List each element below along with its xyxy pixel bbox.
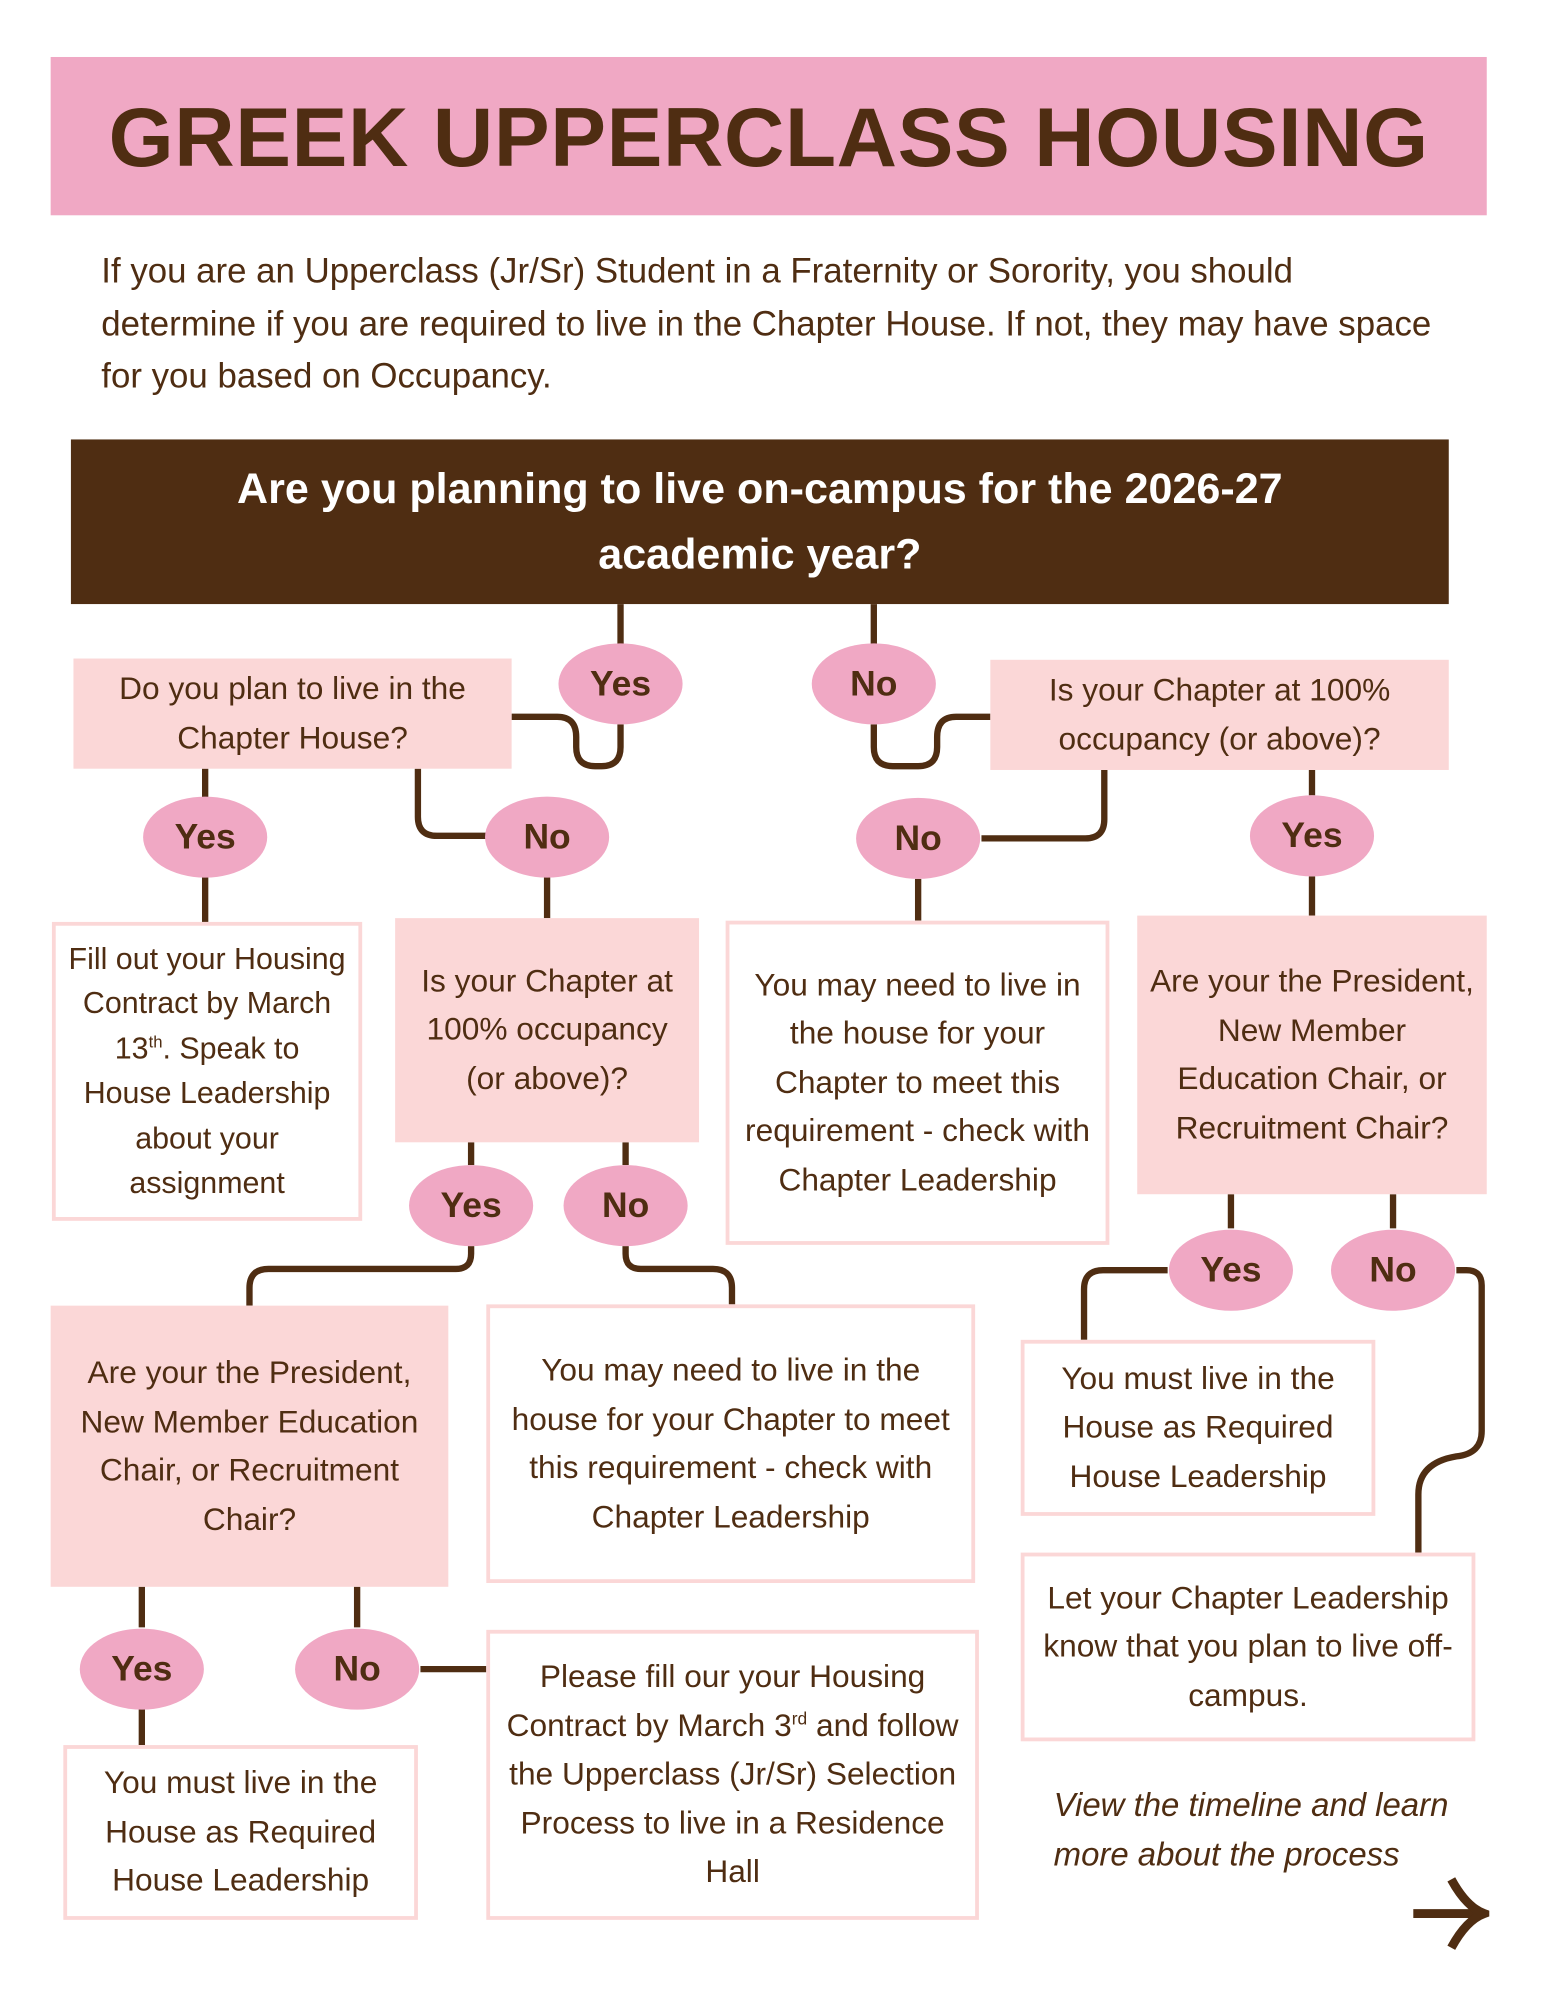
yes-label-officer-left: Yes [79,1628,204,1710]
connector [870,713,991,770]
header-banner: GREEK UPPERCLASS HOUSING [50,56,1487,216]
residence-hall-text: Please fill our your Housing Contract by… [506,1659,959,1890]
yes-label-chapter-house: Yes [143,796,268,878]
residence-hall-box: Please fill our your Housing Contract by… [486,1629,979,1920]
yes-label-oncampus: Yes [558,643,683,725]
no-label-officer-left: No [295,1628,420,1710]
yes-label-occupancy-right: Yes [1249,795,1375,877]
officer-question-right: Are your the President, New Member Educa… [1137,915,1487,1195]
yes-label-officer-right: Yes [1168,1229,1293,1311]
must-live-box-right: You must live in the House as Required H… [1020,1339,1376,1516]
connector [622,1246,736,1305]
no-label-oncampus: No [811,643,936,725]
no-label-chapter-house: No [485,796,610,878]
page-title: GREEK UPPERCLASS HOUSING [108,89,1429,183]
connector [511,713,624,770]
off-campus-box: Let your Chapter Leadership know that yo… [1020,1552,1476,1742]
occupancy-question-left: Is your Chapter at 100% occupancy (or ab… [395,918,700,1143]
fill-contract-text: Fill out your Housing Contract by March … [68,941,346,1201]
may-need-box-center: You may need to live in the house for yo… [486,1304,976,1583]
no-label-occupancy-left: No [563,1165,688,1247]
occupancy-question-right: Is your Chapter at 100% occupancy (or ab… [990,659,1449,770]
connector [414,768,488,839]
connector [246,1246,475,1306]
may-need-box-right: You may need to live in the house for yo… [725,920,1110,1245]
yes-label-occupancy-left: Yes [409,1165,534,1247]
connector [1080,1267,1168,1340]
chapter-house-question: Do you plan to live in the Chapter House… [73,658,512,769]
connector [981,769,1108,842]
intro-text: If you are an Upperclass (Jr/Sr) Student… [101,250,1432,396]
arrow-right-icon[interactable] [1408,1874,1490,1953]
fill-contract-box: Fill out your Housing Contract by March … [51,921,363,1221]
no-label-officer-right: No [1330,1229,1456,1311]
no-label-occupancy-right: No [856,797,981,879]
must-live-box-left: You must live in the House as Required H… [63,1745,418,1920]
connector [1415,1267,1485,1553]
officer-question-left: Are your the President, New Member Educa… [50,1305,449,1587]
main-question: Are you planning to live on-campus for t… [70,439,1449,605]
timeline-link[interactable]: View the timeline and learn more about t… [1053,1785,1449,1874]
